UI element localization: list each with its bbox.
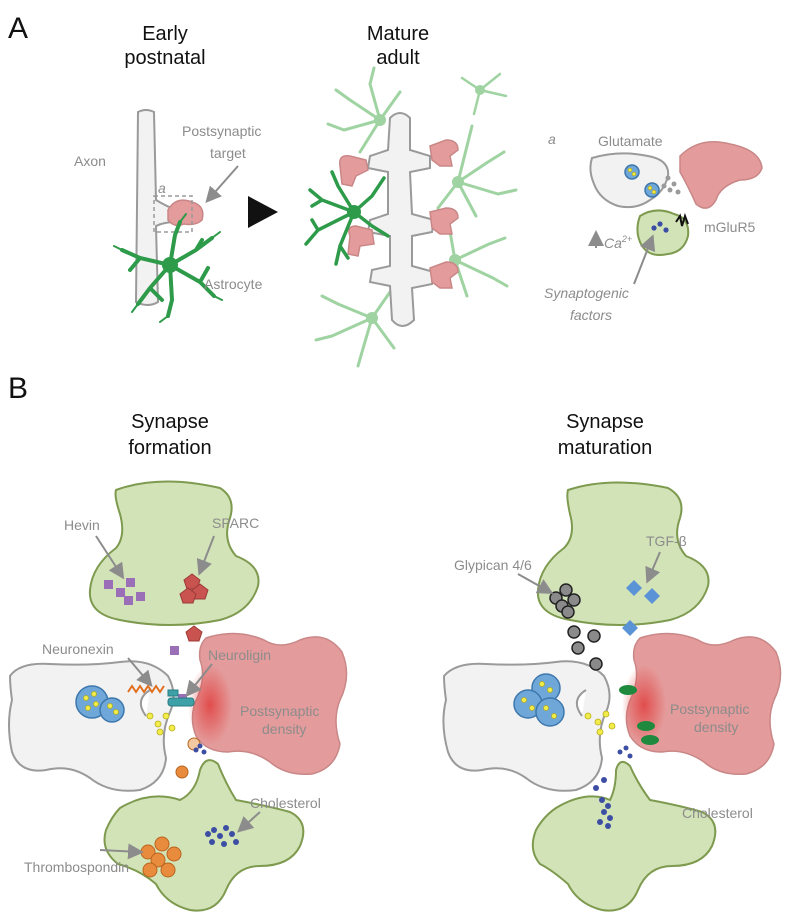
panel-a-label: A — [8, 12, 28, 45]
mature-title-line1: Mature — [367, 23, 429, 45]
top-astrocyte-right — [536, 481, 710, 626]
formation-title-line2: formation — [128, 437, 211, 459]
mature-title-line2: adult — [376, 47, 420, 69]
target-arrow — [205, 165, 239, 203]
postsynaptic-target-early — [167, 199, 204, 227]
release-site-right — [575, 689, 587, 717]
astrocyte-early — [113, 213, 223, 323]
psd-label-right-line1: Postsynaptic — [670, 701, 749, 717]
syn-factors-line1: Synaptogenic — [544, 285, 629, 301]
synapse-formation-diagram: Hevin SPARC Neuronexin Neuroligin Postsy… — [8, 480, 348, 912]
glutamate-label: Glutamate — [598, 133, 663, 149]
neuroligin-arrow — [185, 663, 213, 698]
release-site-left — [139, 689, 151, 717]
inset-vesicle — [624, 164, 640, 180]
sparc-arrow — [196, 535, 215, 576]
mature-axon-shape — [366, 112, 436, 327]
inset-postsynaptic — [679, 141, 763, 209]
cholesterol-label-left: Cholesterol — [250, 795, 321, 811]
tgf-beta-molecules — [622, 580, 660, 636]
maturation-title-line1: Synapse — [566, 411, 644, 433]
vesicles-left — [75, 685, 125, 723]
axon-label: Axon — [74, 153, 106, 169]
syn-factor-arrow — [633, 234, 656, 285]
sparc-molecules — [179, 573, 209, 642]
inset-presynaptic — [589, 152, 670, 209]
astrocyte-label: Astrocyte — [204, 276, 263, 292]
psd-label-left-line1: Postsynaptic — [240, 703, 319, 719]
early-title-line2: postnatal — [124, 47, 205, 69]
neuronexin — [127, 684, 165, 694]
top-astrocyte-left — [88, 480, 260, 626]
thrombospondin-molecules — [140, 737, 201, 878]
bottom-astrocyte-right — [531, 760, 717, 912]
glypican-label: Glypican 4/6 — [454, 557, 532, 573]
target-label-line2: target — [210, 145, 246, 161]
vesicles-right — [513, 673, 565, 727]
presynaptic-left — [8, 660, 175, 792]
psd-glow-left — [188, 665, 232, 745]
mglur5-receptor — [675, 212, 689, 227]
glutamate-molecules — [661, 175, 681, 195]
inset-vesicle — [644, 182, 660, 198]
cholesterol-molecules-right — [593, 745, 633, 829]
target-label-line1: Postsynaptic — [182, 123, 261, 139]
hevin-arrow — [95, 535, 125, 580]
neuroligin — [167, 689, 195, 707]
psd-glow-right — [622, 665, 666, 745]
progression-arrow — [248, 196, 278, 228]
mature-adult-diagram — [304, 66, 518, 368]
glypican-molecules — [549, 583, 603, 671]
neuronexin-arrow — [127, 657, 153, 688]
inset-box — [153, 195, 193, 233]
neuroligin-label: Neuroligin — [208, 647, 271, 663]
thrombospondin-label: Thrombospondin — [24, 859, 129, 875]
astrocyte-mature-dark — [304, 170, 390, 266]
presynaptic-right — [442, 660, 611, 792]
syn-factors-line2: factors — [570, 307, 612, 323]
neuronexin-label: Neuronexin — [42, 641, 114, 657]
mglur5-label: mGluR5 — [704, 219, 756, 235]
sparc-label: SPARC — [212, 515, 259, 531]
thrombospondin-arrow — [99, 843, 144, 860]
ca-label: Ca2+ — [604, 234, 632, 251]
panel-b-label: B — [8, 372, 28, 405]
cholesterol-molecules-left — [193, 743, 239, 847]
inset-marker: a — [158, 180, 166, 196]
cholesterol-label-right: Cholesterol — [682, 805, 753, 821]
maturation-title-line2: maturation — [558, 437, 653, 459]
mature-postsynaptic-targets — [338, 139, 459, 289]
tgf-arrow — [645, 551, 661, 584]
psd-label-left-line2: density — [262, 721, 306, 737]
inset-a-diagram: a Glutamate mGluR5 Ca2+ Synaptogenic fac… — [544, 131, 763, 323]
glypican-arrow — [517, 573, 554, 594]
inset-label: a — [548, 131, 556, 147]
early-title-line1: Early — [142, 23, 188, 45]
cholesterol-arrow-left — [237, 811, 261, 833]
astrocyte-light-cluster — [314, 66, 518, 368]
released-transmitter-right — [584, 710, 616, 736]
tgf-label: TGF-β — [646, 533, 687, 549]
glutamate-receptors-right — [619, 685, 659, 745]
inset-synaptogenic-dots — [651, 221, 669, 233]
synapse-maturation-diagram: Glypican 4/6 TGF-β Postsynaptic density … — [442, 481, 782, 912]
early-postnatal-diagram: a Axon Postsynaptic target Astrocyte — [74, 109, 263, 323]
hevin-label: Hevin — [64, 517, 100, 533]
released-transmitter-left — [146, 712, 176, 736]
formation-title-line1: Synapse — [131, 411, 209, 433]
psd-label-right-line2: density — [694, 719, 738, 735]
